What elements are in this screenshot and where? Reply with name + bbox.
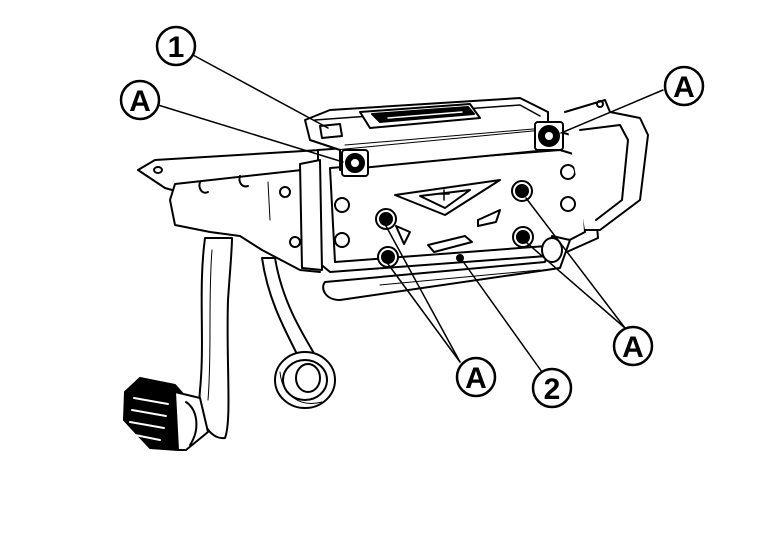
callout-a-left-top-label: A — [129, 85, 151, 118]
callout-a-bottom-left-label: A — [465, 362, 487, 395]
grommet — [274, 351, 336, 409]
bracket-left-flange — [137, 149, 321, 273]
ecm-unit — [304, 97, 549, 171]
bolt-ecm-right — [534, 121, 564, 151]
bracket-right-flange — [564, 99, 649, 231]
callout-a-bottom-right-label: A — [622, 331, 644, 364]
callout-2-label: 2 — [544, 373, 561, 406]
callout-2: 2 — [531, 367, 573, 409]
bolt-plate-upper-left — [375, 208, 397, 230]
bolt-ecm-left — [341, 149, 369, 177]
leader-lines — [157, 54, 664, 373]
bolt-plate-lower-left — [377, 246, 399, 268]
callout-a-bottom-right: A — [612, 325, 654, 367]
callout-a-bottom-left: A — [455, 356, 497, 398]
callout-a-right-top: A — [663, 65, 705, 107]
wiring-connector — [123, 377, 209, 451]
callout-a-left-top: A — [119, 79, 161, 121]
callout-a-right-top-label: A — [673, 71, 695, 104]
pivot-tube — [322, 235, 571, 301]
bolt-plate-lower-right — [512, 226, 534, 248]
bolt-plate-upper-right — [511, 180, 533, 202]
callout-1: 1 — [155, 25, 197, 67]
callout-1-label: 1 — [168, 31, 185, 64]
pedal-arm — [198, 237, 233, 440]
